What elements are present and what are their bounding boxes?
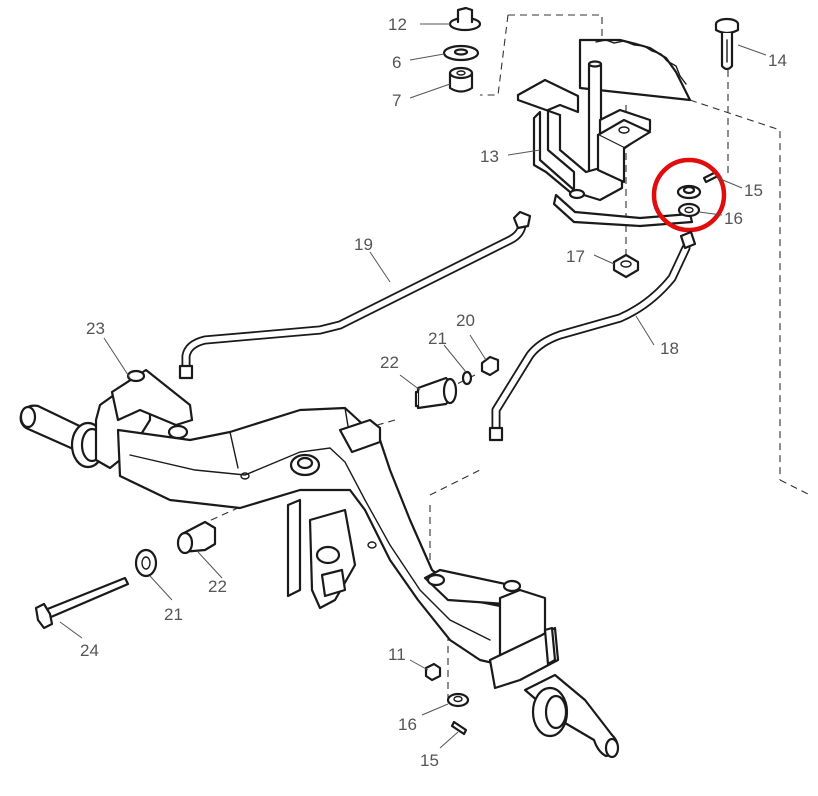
nut-17	[612, 253, 640, 279]
callout-22-lower: 22	[208, 577, 227, 596]
callout-21-lower: 21	[164, 605, 183, 624]
drag-link-19	[178, 210, 532, 380]
highlight-circle	[651, 157, 727, 233]
steering-bracket-13	[516, 38, 694, 228]
front-axle-assembly	[19, 368, 620, 759]
callout-17: 17	[566, 247, 585, 266]
pin-14	[714, 17, 740, 71]
callout-22-upper: 22	[380, 353, 399, 372]
callout-6: 6	[392, 53, 401, 72]
callout-leaders	[59, 23, 767, 749]
callout-15: 15	[744, 181, 763, 200]
callout-19: 19	[354, 235, 373, 254]
hardware-lower-21-22-24	[34, 520, 217, 630]
callout-15-lower: 15	[420, 751, 439, 770]
callout-20: 20	[456, 311, 475, 330]
callout-labels: 12 6 7 14 13 15 16 17 19 18 23 21 20 22 …	[80, 15, 787, 770]
callout-21-upper: 21	[428, 329, 447, 348]
callout-18: 18	[660, 339, 679, 358]
drag-link-18	[488, 230, 697, 442]
highlighted-parts-15-16	[651, 157, 727, 233]
callout-23: 23	[86, 319, 105, 338]
hardware-upper-20-21-22	[414, 355, 500, 410]
callout-14: 14	[768, 51, 787, 70]
callout-7: 7	[392, 91, 401, 110]
callout-24: 24	[80, 641, 99, 660]
callout-12: 12	[388, 15, 407, 34]
hardware-lower-11-16-15	[424, 662, 470, 736]
hardware-stack-12-6-7	[442, 6, 482, 93]
callout-11: 11	[388, 645, 406, 664]
callout-16-lower: 16	[398, 715, 417, 734]
callout-13: 13	[480, 147, 499, 166]
callout-16: 16	[724, 209, 743, 228]
